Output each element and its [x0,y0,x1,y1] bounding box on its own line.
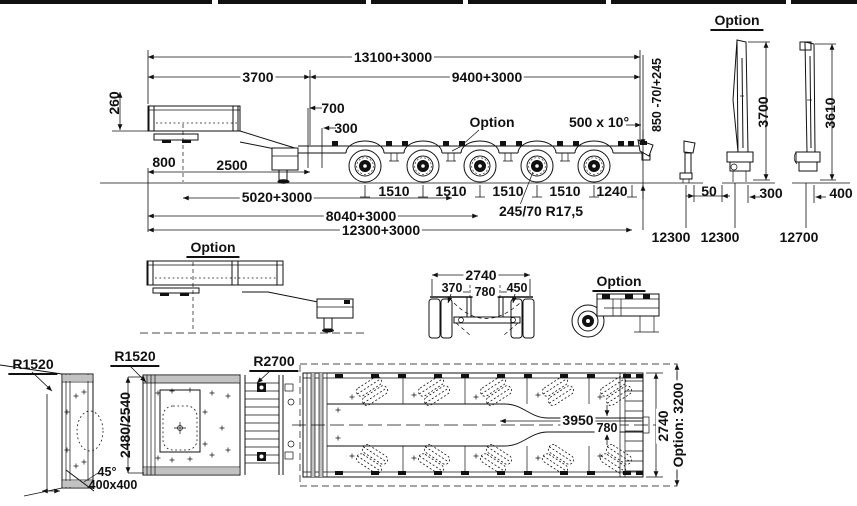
plan-angle-45: 45° [97,464,117,479]
side-view-dimensions [112,50,646,233]
wheel-option-geometry [571,293,660,338]
plan-r2700: R2700 [249,354,299,372]
dim-12300-3000: 12300+3000 [339,222,423,238]
rear-views-dimensions [685,41,836,228]
plan-width-option: Option: 3200 [670,380,686,470]
plan-width-2740: 2740 [655,408,671,444]
dim-total-length: 13100+3000 [351,49,435,65]
dim-loading-height: 850 -70/+245 [649,57,664,133]
dim-axle-pitch-1: 1510 [378,183,410,199]
dim-axle-pitch-2: 1510 [435,183,467,199]
plan-views-geometry [0,363,678,497]
wheel-option-label: Option [592,274,646,292]
dim-rear-overhang: 1240 [596,183,628,199]
plan-r1520-front: R1520 [8,357,58,375]
dim-8040: 8040+3000 [323,208,399,224]
dim-axle-pitch-3: 1510 [492,183,524,199]
axle-dim-780: 780 [472,284,498,299]
axle-option-label: Option [469,114,515,130]
rear-len-12300-b: 12300 [700,229,740,245]
dim-gooseneck-height: 260 [106,91,122,115]
side-view-geometry [100,105,850,184]
rear-len-12300-a: 12300 [651,229,691,245]
plan-corner-400x400: 400x400 [88,477,138,492]
dim-5020: 5020+3000 [239,189,315,205]
plan-r1520-mid: R1520 [110,349,160,367]
rear-dim-50: 50 [701,183,717,199]
dim-deck-length: 9400+3000 [449,69,525,85]
gooseneck-option-label: Option [186,240,240,258]
dim-700: 700 [321,100,345,116]
tyre-spec: 245/70 R17,5 [496,203,586,219]
rear-option-label: Option [710,13,764,31]
dim-800: 800 [152,154,176,170]
axle-dim-450: 450 [506,280,528,295]
dim-gooseneck-length: 3700 [240,69,276,85]
rear-dim-300: 300 [759,185,783,201]
dim-300: 300 [334,120,358,136]
dim-axle-pitch-4: 1510 [549,183,581,199]
axle-width-2740: 2740 [463,267,499,283]
rear-ramp-3700: 3700 [755,96,771,128]
plan-dim-3950: 3950 [560,412,596,428]
axle-section-geometry [428,296,535,339]
rear-dim-400: 400 [829,185,853,201]
axle-dim-370: 370 [441,280,463,295]
plan-neck-width: 2480/2540 [117,391,133,459]
ramp-size-label: 500 x 10° [568,114,630,130]
plan-dim-780: 780 [594,420,620,435]
dim-2500: 2500 [216,157,248,173]
rear-ramp-3610: 3610 [822,97,838,129]
rear-len-12700: 12700 [779,229,819,245]
rear-views-geometry [679,39,821,183]
gooseneck-option-geometry [140,260,365,334]
